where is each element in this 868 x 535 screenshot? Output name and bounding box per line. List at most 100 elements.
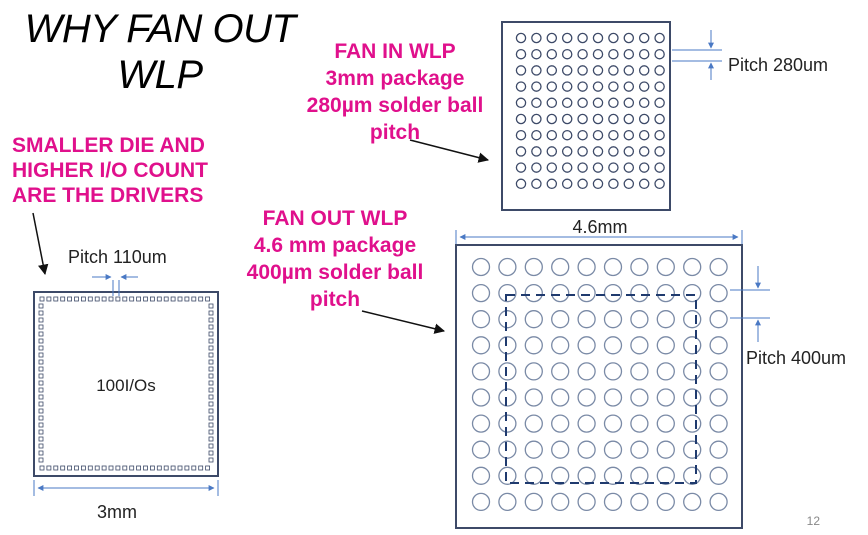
die-io-pad — [81, 465, 86, 471]
die-io-pad — [38, 429, 44, 435]
fan-out-solder-ball — [656, 257, 675, 277]
fan-in-solder-ball — [623, 162, 635, 173]
die-io-pad — [46, 296, 52, 302]
die-io-pad — [53, 465, 59, 471]
fan-out-solder-ball — [709, 466, 728, 485]
die-width-label: 3mm — [97, 502, 137, 522]
drivers-line-2: HIGHER I/O COUNT — [12, 159, 209, 182]
slide-number: 12 — [806, 514, 820, 528]
fan-out-solder-ball — [683, 336, 702, 355]
fan-in-solder-ball — [546, 146, 558, 157]
fan-in-solder-ball — [623, 178, 635, 190]
die-io-pad — [38, 338, 44, 344]
die-io-pad — [163, 296, 169, 302]
fan-out-solder-ball — [630, 362, 649, 381]
fan-out-solder-ball — [524, 388, 543, 407]
die-io-pad — [38, 373, 44, 379]
die-io-pad — [208, 387, 214, 393]
fan-out-solder-ball — [683, 492, 702, 512]
fan-in-solder-ball — [561, 146, 573, 157]
fan-in-solder-ball — [654, 81, 665, 92]
fan-in-solder-ball — [515, 146, 527, 157]
fan-in-solder-ball — [654, 162, 665, 173]
fan-in-solder-ball — [531, 32, 542, 44]
die-io-pad — [208, 331, 214, 337]
die-io-pad — [129, 465, 135, 471]
fan-in-solder-ball — [546, 113, 558, 125]
fan-out-solder-ball — [471, 310, 491, 329]
drivers-line-3: ARE THE DRIVERS — [12, 184, 204, 207]
die-io-pad — [101, 296, 107, 302]
fan-in-solder-ball — [531, 162, 542, 173]
fan-out-solder-ball — [524, 336, 543, 355]
die-io-pad — [198, 296, 204, 302]
fan-in-heading: FAN IN WLP — [334, 40, 456, 63]
fan-in-solder-ball — [654, 48, 665, 60]
fan-in-solder-ball — [577, 129, 588, 141]
die-io-pad — [39, 296, 45, 302]
fan-out-solder-ball — [498, 440, 517, 459]
fan-in-solder-ball — [577, 65, 588, 76]
fan-in-solder-ball — [638, 113, 650, 125]
die-io-pad — [53, 296, 59, 302]
fan-out-solder-ball — [683, 362, 702, 381]
fan-in-solder-ball — [638, 146, 650, 157]
fan-in-solder-ball — [592, 97, 604, 109]
die-io-pad — [208, 380, 214, 386]
fan-in-solder-ball — [654, 113, 665, 125]
die-pitch-marker — [92, 274, 138, 296]
die-io-pad — [38, 331, 44, 337]
fan-out-solder-ball — [656, 336, 675, 355]
die-pitch-label: Pitch 110um — [68, 247, 167, 267]
die-io-pad — [208, 429, 214, 435]
fan-in-solder-ball — [561, 178, 573, 190]
die-io-pad — [208, 359, 214, 365]
die-io-pad — [208, 394, 214, 400]
die-io-pad — [115, 465, 121, 471]
die-io-pad — [38, 380, 44, 386]
fan-out-solder-ball — [709, 414, 728, 433]
fan-in-solder-ball — [515, 129, 527, 141]
die-io-pad — [38, 366, 44, 372]
fan-out-heading: FAN OUT WLP — [262, 207, 408, 230]
fan-out-solder-ball — [656, 310, 675, 329]
die-io-pad — [38, 408, 44, 414]
fan-in-solder-ball — [515, 32, 527, 44]
fan-in-solder-ball — [592, 81, 604, 92]
fan-out-solder-ball — [709, 440, 728, 459]
die-io-pad — [67, 465, 72, 471]
fan-out-solder-ball — [498, 336, 517, 355]
fan-out-line-2: 400µm solder ball — [246, 261, 424, 284]
die-io-pad — [38, 394, 44, 400]
fan-in-solder-ball — [638, 129, 650, 141]
fan-out-solder-ball — [709, 336, 728, 355]
die-io-pad — [38, 450, 44, 456]
fan-in-description: FAN IN WLP 3mm package 280µm solder ball… — [290, 38, 500, 146]
fan-out-solder-ball — [551, 283, 570, 303]
fan-in-solder-ball — [577, 146, 588, 157]
fan-out-solder-ball — [551, 466, 570, 485]
fan-in-solder-ball — [592, 32, 604, 44]
die-io-pad — [38, 401, 44, 407]
fan-out-package — [455, 244, 743, 529]
fan-in-solder-ball — [577, 162, 588, 173]
fan-out-solder-ball — [683, 388, 702, 407]
fan-out-solder-ball — [551, 388, 570, 407]
fan-in-solder-ball — [638, 178, 650, 190]
fan-in-solder-ball — [623, 32, 635, 44]
die-io-pads — [38, 296, 214, 471]
fan-in-solder-ball — [608, 48, 619, 60]
fan-in-solder-ball — [654, 32, 665, 44]
die-io-pad — [208, 457, 214, 463]
fan-in-solder-ball — [592, 162, 604, 173]
die-io-pad — [101, 465, 107, 471]
fan-out-solder-ball — [683, 310, 702, 329]
fan-out-solder-ball — [551, 492, 570, 512]
fan-in-solder-ball — [546, 129, 558, 141]
fan-in-solder-ball — [561, 48, 573, 60]
die-io-pad — [46, 465, 52, 471]
die-io-pad — [67, 296, 72, 302]
fan-out-solder-ball — [656, 414, 675, 433]
fan-in-solder-ball — [654, 129, 665, 141]
